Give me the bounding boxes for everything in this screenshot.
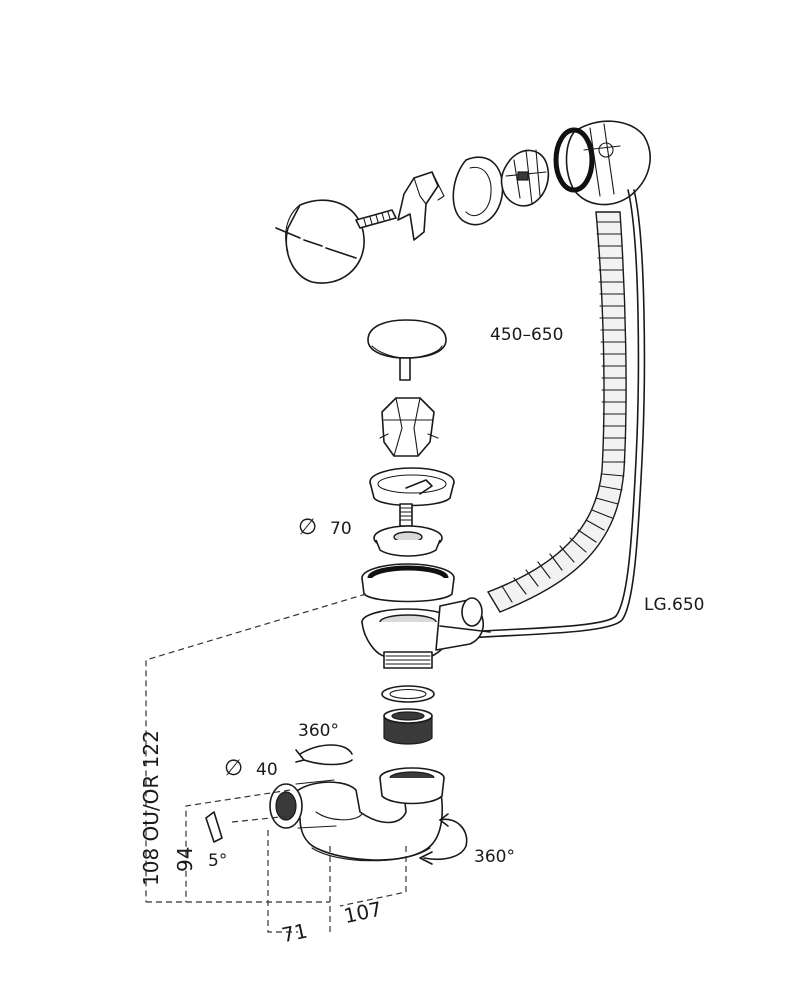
cable-guide-line [467, 189, 646, 639]
flexible-corrugated-hose [486, 211, 627, 613]
overflow-bracket [397, 171, 445, 241]
trap-assembly [269, 767, 445, 862]
height-dimension-label: 108 OU/OR 122 [139, 730, 163, 886]
rotation-arrow-top [295, 744, 353, 766]
plug-bracket [379, 397, 439, 457]
rotation-arrow-bottom [419, 813, 468, 865]
pipe-diameter-symbol: ∅ [224, 756, 243, 781]
overflow-housing [553, 120, 651, 206]
plug-grate [373, 525, 443, 557]
plug-cap [367, 319, 447, 381]
plug-spring-pin [399, 503, 413, 527]
waste-top-collar [361, 563, 455, 603]
overflow-cover-cap [275, 199, 365, 284]
width-71-label: 71 [280, 918, 310, 947]
waste-washer [381, 685, 435, 703]
rotation-top-label: 360° [298, 721, 339, 741]
overflow-cover-shell [452, 156, 504, 226]
overflow-rotary-knob [500, 149, 550, 207]
outlet-diameter-label: 70 [330, 519, 352, 539]
angle-clip [205, 811, 223, 843]
rotation-bottom-label: 360° [474, 847, 515, 867]
outlet-diameter-symbol: ∅ [298, 515, 317, 540]
dimension-lines [145, 593, 407, 933]
waste-body [361, 597, 491, 669]
cable-length-label: LG.650 [644, 595, 705, 615]
hose-length-label: 450–650 [490, 325, 563, 345]
overflow-screw [355, 209, 397, 229]
pipe-diameter-label: 40 [256, 760, 278, 780]
plug-seat-ring [369, 467, 455, 507]
offset-94-label: 94 [173, 847, 197, 872]
angle-5-label: 5° [208, 851, 227, 871]
waste-nut [383, 708, 433, 745]
width-107-label: 107 [342, 897, 384, 928]
